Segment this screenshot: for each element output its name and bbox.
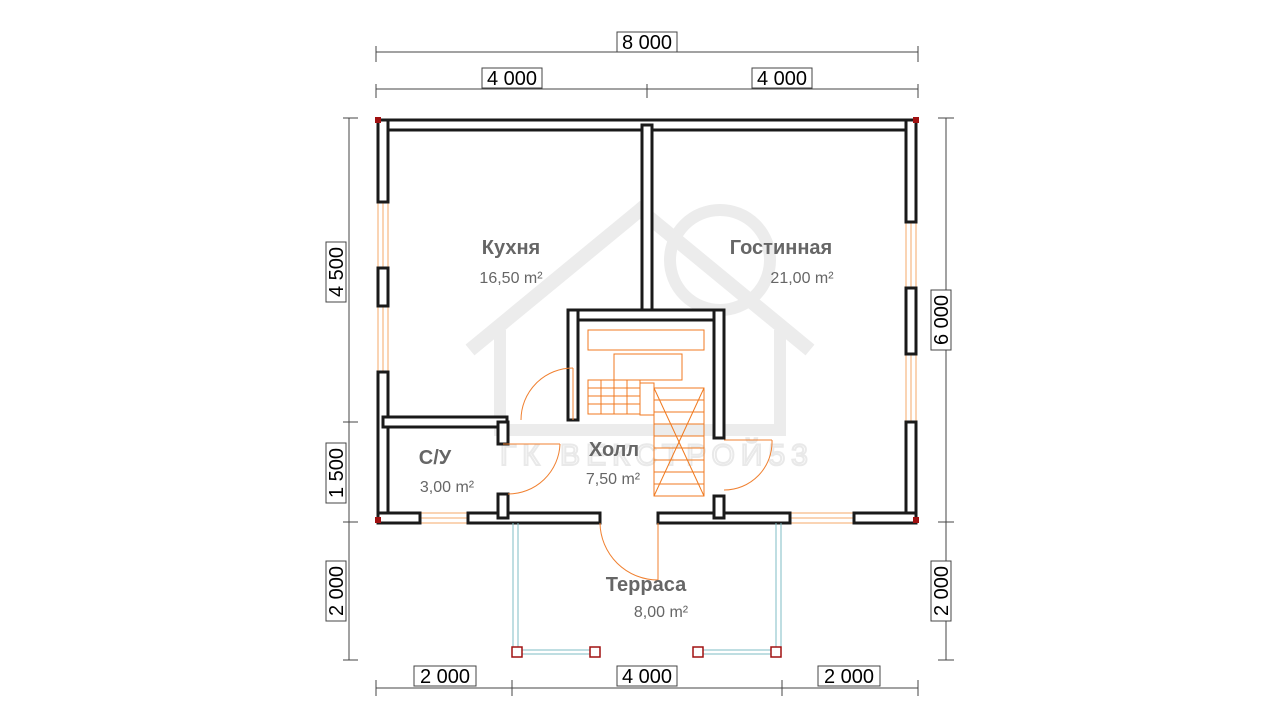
dim-left-terrace: 2 000	[326, 566, 348, 616]
wall-stair-top	[566, 308, 726, 322]
room-name-kitchen: Кухня	[482, 237, 540, 259]
windows	[377, 201, 917, 524]
door-entrance	[599, 522, 659, 581]
dim-top-left: 4 000	[487, 68, 537, 90]
doors	[503, 367, 773, 581]
terrace-posts	[511, 646, 782, 658]
walls	[376, 118, 918, 525]
wall-bath-right	[496, 420, 510, 446]
room-area-bathroom: 3,00 m²	[420, 479, 475, 496]
wall-bottom-2	[466, 511, 602, 525]
dim-bottom-mid: 4 000	[622, 666, 672, 688]
room-name-terrace: Терраса	[606, 574, 687, 596]
room-name-bathroom: С/У	[419, 447, 452, 469]
dim-bottom-right: 2 000	[824, 666, 874, 688]
wall-right-3	[904, 420, 918, 524]
wall-center	[640, 123, 654, 315]
wall-hall-right-lower	[712, 494, 726, 520]
door-kitchen	[520, 367, 574, 421]
dim-bottom-left: 2 000	[420, 666, 470, 688]
dim-right-main: 6 000	[931, 295, 953, 345]
dim-top-total: 8 000	[622, 32, 672, 54]
wall-left-2	[376, 266, 390, 308]
room-area-hall: 7,50 m²	[586, 471, 641, 488]
wall-stair-right	[712, 308, 726, 440]
room-name-living: Гостинная	[730, 237, 832, 259]
room-labels: Кухня 16,50 m² Гостинная 21,00 m² С/У 3,…	[419, 237, 834, 621]
staircase	[587, 329, 705, 497]
wall-bottom-1	[376, 511, 422, 525]
door-living	[723, 439, 773, 491]
wall-left-3	[376, 370, 390, 524]
room-area-kitchen: 16,50 m²	[479, 270, 543, 287]
terrace-railing	[512, 523, 782, 655]
wall-right-2	[904, 286, 918, 356]
door-bathroom	[503, 443, 561, 495]
wall-left-1	[376, 118, 390, 204]
dimension-labels: 8 000 4 000 4 000 4 500 1 500 2 000 6 00…	[325, 31, 953, 688]
corner-posts	[375, 117, 919, 523]
dimension-lines	[343, 46, 954, 696]
room-area-living: 21,00 m²	[770, 270, 834, 287]
wall-bath-top	[381, 415, 509, 429]
room-name-hall: Холл	[589, 439, 639, 461]
room-area-terrace: 8,00 m²	[634, 604, 689, 621]
wall-bottom-4	[852, 511, 918, 525]
dim-left-lower: 1 500	[326, 448, 348, 498]
watermark-text: ГК ВЕКСТРОЙ53	[500, 438, 814, 472]
dim-top-right: 4 000	[757, 68, 807, 90]
dim-left-upper: 4 500	[326, 247, 348, 297]
wall-right-1	[904, 118, 918, 224]
wall-bath-right-lower	[496, 492, 510, 520]
dim-right-terrace: 2 000	[931, 566, 953, 616]
